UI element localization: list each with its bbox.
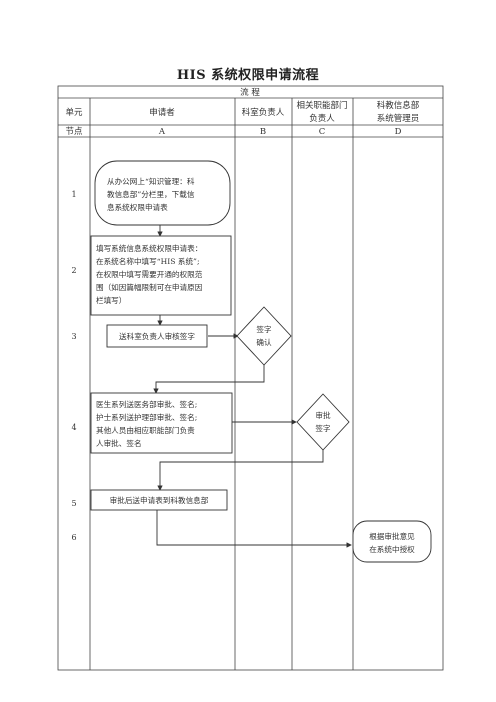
column-name-b: 科室负责人 [242,107,285,118]
node-label: 节点 [65,127,83,137]
node-send-to-info-dept-text: 审批后送申请表到科教信息部 [110,495,209,505]
node-fill-form [90,235,232,316]
row-number-6: 6 [71,533,76,542]
node-fill-form-line2: 在系统名称中填写“HIS 系统”; [96,256,200,266]
node-department-approval-line3: 其他人员由相应职能部门负责 [96,425,195,435]
column-name-c-line1: 相关职能部门 [296,100,347,111]
decision-approve-sign-line1: 审批 [315,410,331,420]
arrow-d1-n4 [153,365,265,394]
column-name-d-line2: 系统管理员 [377,113,420,124]
connectors [153,225,352,548]
decision-sign-confirm-line1: 签字 [256,324,272,334]
row-number-5: 5 [71,499,76,508]
column-name-c-line2: 负责人 [309,113,335,124]
node-download-form-line2: 教信息部”分栏里，下载信 [107,189,195,199]
node-download-form-line1: 从办公网上“知识管理：科 [107,176,195,186]
node-department-approval-line1: 医生系列送医务部审批、签名; [96,399,197,409]
node-grant-permission [352,520,432,563]
node-fill-form-line1: 填写系统信息系统权限申请表： [96,243,202,253]
flow-label: 流 程 [240,87,260,98]
row-number-4: 4 [71,423,76,432]
column-id-a: A [158,127,166,137]
column-id-c: C [319,127,326,137]
column-id-b: B [260,127,266,137]
column-name-a: 申请者 [149,107,175,118]
node-download-form-line3: 息系统权限申请表 [107,202,168,212]
node-send-to-info-dept [90,489,228,511]
decision-approve-sign [296,393,350,451]
node-department-approval-line4: 人审批、签名 [96,438,142,448]
arrow-d2-n5 [157,450,324,491]
node-fill-form-line5: 栏填写） [96,295,126,305]
node-fill-form-line3: 在权限中填写需要开通的权限范 [96,269,203,279]
decision-sign-confirm [236,306,292,366]
node-send-dept-head [106,324,208,348]
node-send-dept-head-text: 送科室负责人审核签字 [119,331,195,341]
node-grant-permission-line2: 在系统中授权 [369,544,415,554]
row-number-2: 2 [71,266,76,275]
column-id-d: D [395,127,402,137]
decision-sign-confirm-line2: 确认 [256,337,272,347]
node-department-approval [90,392,233,454]
node-fill-form-line4: 围（如因篇幅限制可在申请原因 [96,282,202,292]
table-grid [57,85,444,671]
node-grant-permission-line1: 根据审批意见 [369,531,415,541]
column-name-d-line1: 科教信息部 [377,100,420,111]
row-number-3: 3 [71,332,76,341]
node-department-approval-line2: 护士系列送护理部审批、签名; [96,412,197,422]
node-download-form [94,160,231,226]
arrow-n5-n6 [156,510,352,548]
decision-approve-sign-line2: 签字 [315,423,331,433]
unit-label: 单元 [65,107,83,118]
row-number-1: 1 [71,190,76,199]
page-title: HIS 系统权限申请流程 [176,68,320,83]
